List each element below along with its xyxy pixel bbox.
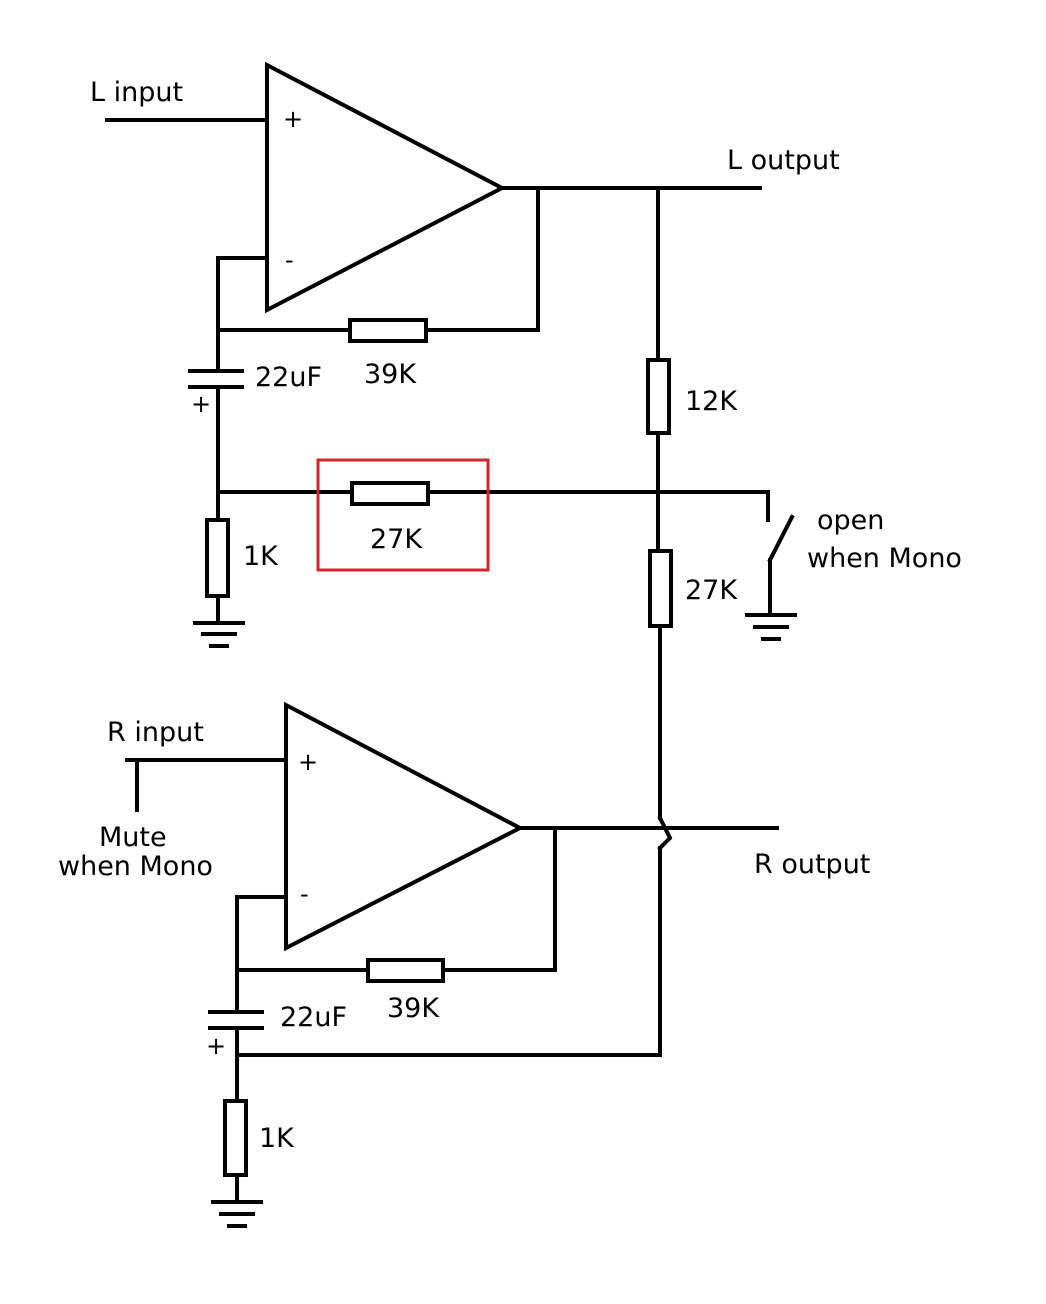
gnd-res-top-label: 1K <box>243 541 279 572</box>
left-channel: + - + <box>105 61 797 1057</box>
left-opamp <box>265 61 507 314</box>
resistor-12k <box>646 358 671 435</box>
switch-label-line2: when Mono <box>807 543 962 574</box>
highlight-box <box>316 458 490 572</box>
left-inverting-wire <box>216 256 269 372</box>
switch-blade <box>767 514 795 563</box>
ground-icon <box>193 621 245 648</box>
cap-bottom-label: 22uF <box>280 1002 347 1033</box>
fb-top-label: 39K <box>364 359 417 390</box>
mute-label-line2: when Mono <box>58 851 213 882</box>
right-channel: + - + <box>125 701 779 1228</box>
resistor-1k-bottom <box>223 1099 248 1177</box>
cap-top-label: 22uF <box>255 362 322 393</box>
resistor-39k-bottom <box>366 958 445 983</box>
right-opamp-minus-pin: - <box>300 880 309 908</box>
fb-bottom-label: 39K <box>387 993 440 1024</box>
res-12k-label: 12K <box>685 386 738 417</box>
ground-icon <box>745 613 797 641</box>
switch-label-line1: open <box>817 505 884 536</box>
right-feedback-wire <box>441 826 557 972</box>
left-opamp-plus-pin: + <box>283 105 303 133</box>
right-opamp <box>284 701 525 952</box>
r-input-label: R input <box>107 717 204 748</box>
resistor-27k-series <box>350 481 430 506</box>
res-27k-mid-label: 27K <box>685 575 738 606</box>
ground-icon <box>211 1200 263 1228</box>
gnd-res-bottom-label: 1K <box>259 1123 295 1154</box>
cap-top-plus-mark: + <box>191 390 211 418</box>
labels: L input L output 22uF 39K 12K 27K 1K 27K… <box>58 77 962 1154</box>
right-inverting-wire <box>235 895 288 1012</box>
r-output-label: R output <box>754 849 870 880</box>
resistor-1k-top <box>205 518 230 598</box>
l-output-label: L output <box>727 145 840 176</box>
mute-label-line1: Mute <box>99 822 167 853</box>
wire-crossover <box>657 815 673 851</box>
resistor-27k-mid <box>648 549 673 628</box>
left-feedback-wire <box>424 186 540 332</box>
resistor-39k-top <box>348 318 428 343</box>
right-opamp-plus-pin: + <box>298 748 318 776</box>
res-27k-series-label: 27K <box>370 524 423 555</box>
l-input-label: L input <box>90 77 183 108</box>
left-opamp-minus-pin: - <box>285 246 294 274</box>
cap-bottom-plus-mark: + <box>206 1032 226 1060</box>
